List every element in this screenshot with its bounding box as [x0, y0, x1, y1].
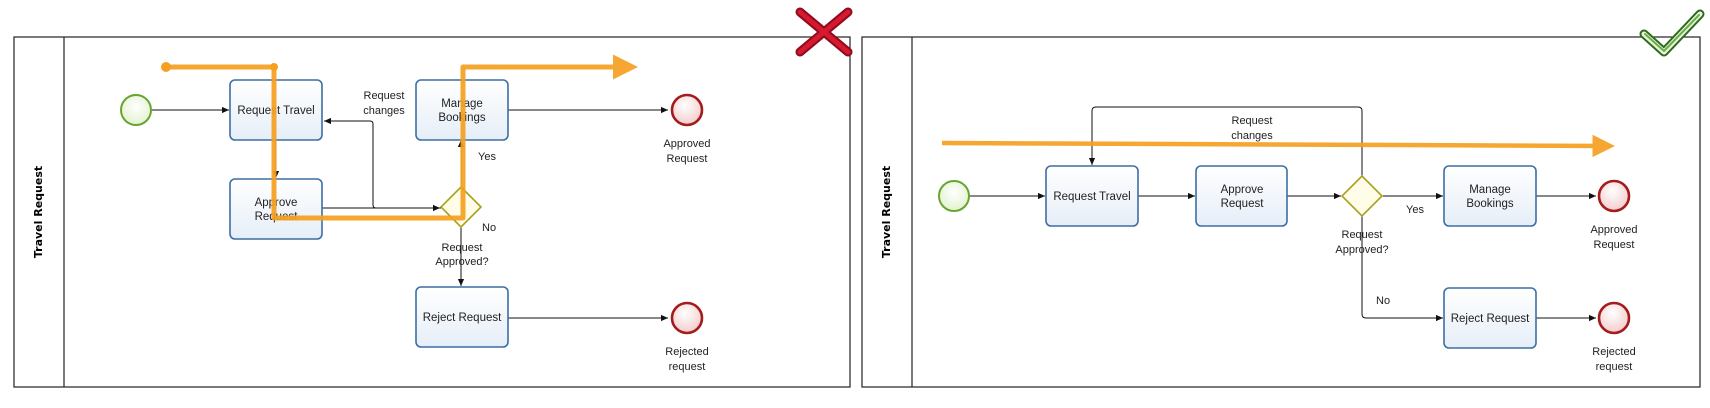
flow-gateway-no [1361, 216, 1443, 322]
end-approved-label: Approved [663, 138, 710, 150]
start-event [120, 94, 152, 126]
end-rejected-label: Rejected [665, 346, 708, 358]
end-event-rejected [1597, 301, 1631, 335]
no-label: No [482, 222, 496, 234]
lane-title: Travel Request [880, 166, 893, 258]
end-approved-label: Approved [1590, 224, 1637, 236]
task-approve-request: Approve Request [1195, 165, 1288, 227]
right-diagram: Travel Request Request Travel Approve Re… [861, 9, 1705, 388]
reading-path-highlight [941, 134, 1615, 158]
gateway-label: Request [442, 242, 483, 254]
gateway-label: Approved? [1335, 244, 1388, 256]
check-mark-icon [1639, 9, 1705, 57]
end-rejected-label: request [669, 361, 706, 373]
gateway-request-approved [1340, 174, 1384, 218]
svg-text:Request Travel: Request Travel [1053, 191, 1130, 203]
task-reject-request: Reject Request [415, 286, 509, 348]
gateway-label: Request [1342, 229, 1383, 241]
yes-label: Yes [1406, 204, 1424, 216]
lane-title: Travel Request [32, 166, 45, 258]
task-request-travel: Request Travel [1045, 165, 1139, 227]
end-rejected-label: Rejected [1592, 346, 1635, 358]
reading-path-highlight [166, 54, 638, 221]
end-event-rejected [670, 301, 704, 335]
svg-text:Reject Request: Reject Request [423, 312, 502, 324]
end-approved-label: Request [667, 153, 708, 165]
left-diagram: Travel Request Request Travel Approve Re… [13, 7, 853, 388]
gateway-label: Approved? [435, 256, 488, 268]
request-changes-label: Request [364, 90, 405, 102]
svg-text:Bookings: Bookings [1466, 198, 1514, 210]
reading-path-start-dot [161, 62, 171, 72]
request-changes-label: Request [1232, 115, 1273, 127]
svg-text:Approve: Approve [1221, 184, 1264, 196]
flow-gateway-request-changes [324, 117, 441, 209]
task-reject-request: Reject Request [1443, 287, 1537, 349]
no-label: No [1376, 295, 1390, 307]
request-changes-label: changes [1231, 130, 1273, 142]
start-event [938, 180, 970, 212]
end-rejected-label: request [1596, 361, 1633, 373]
end-approved-label: Request [1594, 239, 1635, 251]
reading-path-corner-dot [270, 63, 278, 71]
flow-gateway-request-changes [1088, 106, 1363, 176]
svg-text:Reject Request: Reject Request [1451, 313, 1530, 325]
request-changes-label: changes [363, 105, 405, 117]
end-event-approved [1597, 179, 1631, 213]
x-mark-icon [795, 7, 853, 57]
yes-label: Yes [478, 151, 496, 163]
end-event-approved [670, 93, 704, 127]
svg-text:Manage: Manage [1469, 184, 1511, 196]
svg-text:Request: Request [1221, 198, 1265, 210]
task-manage-bookings: Manage Bookings [1443, 165, 1537, 227]
